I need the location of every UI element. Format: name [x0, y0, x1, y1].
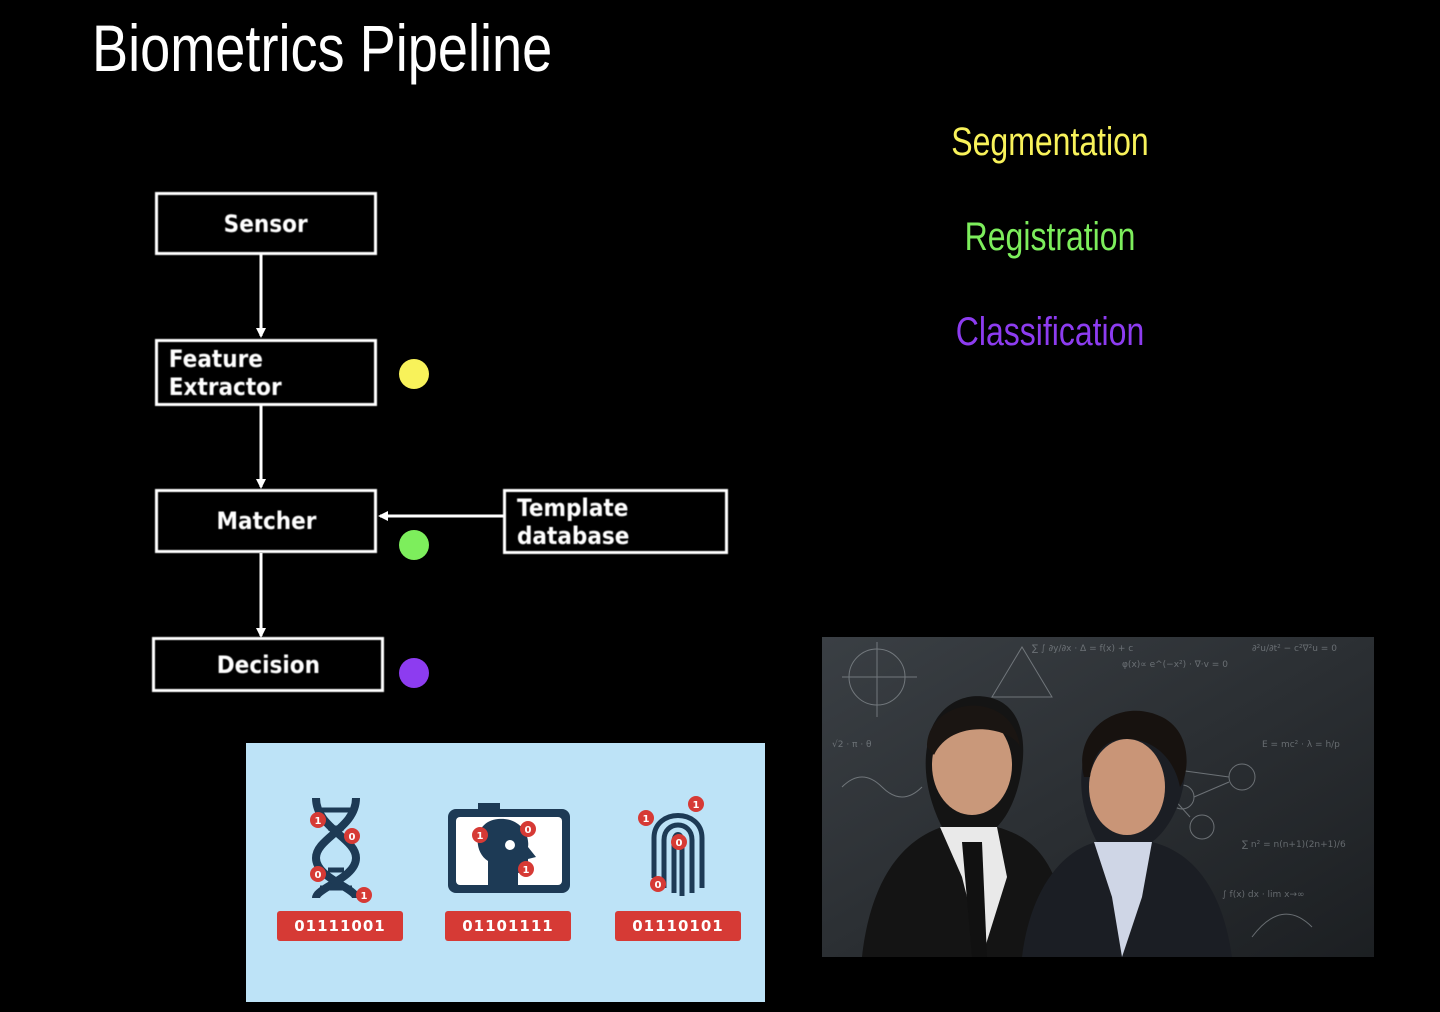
svg-text:∂²u/∂t² − c²∇²u = 0: ∂²u/∂t² − c²∇²u = 0 — [1252, 644, 1337, 654]
fingerprint-binary-tag: 01110101 — [615, 911, 741, 941]
fingerprint-icon: 1 1 0 0 — [638, 796, 705, 896]
legend-segmentation: Segmentation — [951, 120, 1149, 164]
svg-text:1: 1 — [693, 800, 700, 811]
svg-text:∑ ∫ ∂y/∂x · Δ = f(x) + c: ∑ ∫ ∂y/∂x · Δ = f(x) + c — [1032, 644, 1133, 654]
svg-text:∫ f(x) dx · lim x→∞: ∫ f(x) dx · lim x→∞ — [1222, 890, 1305, 900]
photo-two-men-chalkboard: ∑ ∫ ∂y/∂x · Δ = f(x) + c φ(x)∝ e^(−x²) ·… — [822, 637, 1374, 957]
node-matcher-label: Matcher — [216, 507, 316, 535]
node-matcher: Matcher — [155, 489, 377, 553]
svg-text:1: 1 — [361, 891, 368, 902]
svg-text:1: 1 — [523, 865, 530, 876]
marker-classification-dot — [399, 658, 429, 688]
face-id-icon: 1 0 1 — [448, 803, 570, 893]
face-binary-tag: 01101111 — [445, 911, 571, 941]
slide-title: Biometrics Pipeline — [92, 11, 553, 85]
node-feature-extractor: Feature Extractor — [155, 339, 377, 406]
person-left — [862, 696, 1072, 957]
node-decision: Decision — [152, 637, 384, 692]
svg-text:0: 0 — [676, 838, 683, 849]
svg-text:0: 0 — [315, 870, 322, 881]
svg-text:0: 0 — [525, 825, 532, 836]
svg-text:√2 · π · θ: √2 · π · θ — [832, 739, 872, 750]
dna-icon: 1 0 0 1 — [310, 797, 372, 903]
svg-text:1: 1 — [315, 816, 322, 827]
node-sensor: Sensor — [155, 192, 377, 255]
node-template-database: Template database — [503, 489, 728, 554]
legend-classification: Classification — [955, 310, 1145, 354]
marker-segmentation-dot — [399, 359, 429, 389]
svg-text:1: 1 — [477, 831, 484, 842]
svg-text:1: 1 — [643, 814, 650, 825]
node-decision-label: Decision — [216, 650, 320, 679]
svg-text:0: 0 — [349, 832, 356, 843]
svg-text:E = mc² · λ = h/p: E = mc² · λ = h/p — [1262, 740, 1340, 750]
marker-registration-dot — [399, 530, 429, 560]
svg-text:0: 0 — [655, 880, 662, 891]
node-feature-extractor-label: Feature Extractor — [168, 344, 282, 401]
node-template-database-label: Template database — [516, 493, 630, 550]
biometrics-illustration: 1 0 0 1 1 0 1 1 1 0 0 01111001 01101111 … — [246, 743, 765, 1002]
legend-registration: Registration — [964, 215, 1136, 259]
svg-text:φ(x)∝ e^(−x²) · ∇·v = 0: φ(x)∝ e^(−x²) · ∇·v = 0 — [1122, 660, 1228, 670]
node-sensor-label: Sensor — [224, 209, 308, 238]
dna-binary-tag: 01111001 — [277, 911, 403, 941]
svg-text:∑ n² = n(n+1)(2n+1)/6: ∑ n² = n(n+1)(2n+1)/6 — [1242, 840, 1346, 850]
